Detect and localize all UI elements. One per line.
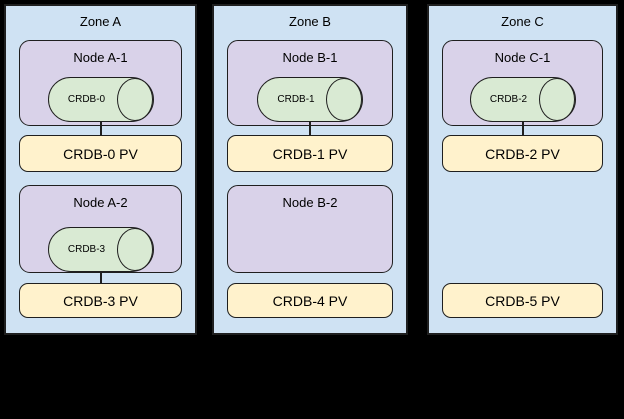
node-a1-box: Node A-1 CRDB-0 bbox=[19, 40, 182, 126]
node-b1-box: Node B-1 CRDB-1 bbox=[227, 40, 393, 126]
node-b2-box: Node B-2 bbox=[227, 185, 393, 273]
crdb-5-pv-box: CRDB-5 PV bbox=[442, 283, 603, 318]
crdb-3-pv-box: CRDB-3 PV bbox=[19, 283, 182, 318]
crdb-1-pv-label: CRDB-1 PV bbox=[272, 145, 348, 162]
crdb-0-pv-box: CRDB-0 PV bbox=[19, 135, 182, 172]
cylinder-end-ellipse-icon bbox=[116, 228, 153, 271]
node-b2-label: Node B-2 bbox=[282, 195, 338, 210]
node-c1-label: Node C-1 bbox=[494, 50, 551, 65]
zone-a-label: Zone A bbox=[79, 14, 122, 29]
node-a2-box: Node A-2 CRDB-3 bbox=[19, 185, 182, 273]
pod-to-pv-connector bbox=[309, 122, 311, 135]
crdb-4-pv-box: CRDB-4 PV bbox=[227, 283, 393, 318]
crdb-0-pv-label: CRDB-0 PV bbox=[63, 145, 138, 162]
node-c1-box: Node C-1 CRDB-2 bbox=[442, 40, 603, 126]
pod-to-pv-connector bbox=[99, 272, 102, 283]
zone-a-panel: Zone A Node A-1 CRDB-0 CRDB-0 PV Node A-… bbox=[4, 4, 197, 335]
crdb-2-pod-label: CRDB-2 bbox=[489, 94, 528, 105]
zone-b-label: Zone B bbox=[289, 14, 331, 29]
pod-to-pv-connector bbox=[99, 122, 102, 135]
crdb-3-pod-label: CRDB-3 bbox=[67, 244, 106, 255]
cylinder-end-ellipse-icon bbox=[116, 78, 153, 121]
crdb-1-pod-label: CRDB-1 bbox=[277, 94, 315, 105]
crdb-2-pv-label: CRDB-2 PV bbox=[485, 145, 560, 162]
crdb-4-pv-label: CRDB-4 PV bbox=[272, 292, 348, 309]
crdb-0-pod-cylinder: CRDB-0 bbox=[47, 77, 154, 122]
cylinder-end-ellipse-icon bbox=[538, 78, 575, 121]
pod-to-pv-connector bbox=[521, 122, 524, 135]
crdb-3-pv-label: CRDB-3 PV bbox=[63, 292, 138, 309]
zone-c-panel: Zone C Node C-1 CRDB-2 CRDB-2 PV CRDB-5 … bbox=[427, 4, 618, 335]
cylinder-end-ellipse-icon bbox=[326, 78, 362, 121]
crdb-3-pod-cylinder: CRDB-3 bbox=[47, 227, 154, 272]
node-a1-label: Node A-1 bbox=[73, 50, 128, 65]
crdb-1-pod-cylinder: CRDB-1 bbox=[257, 77, 363, 122]
node-a2-label: Node A-2 bbox=[73, 195, 128, 210]
zone-b-panel: Zone B Node B-1 CRDB-1 CRDB-1 PV Node B-… bbox=[212, 4, 408, 335]
crdb-0-pod-label: CRDB-0 bbox=[67, 94, 106, 105]
node-b1-label: Node B-1 bbox=[282, 50, 338, 65]
crdb-2-pod-cylinder: CRDB-2 bbox=[469, 77, 576, 122]
zone-c-label: Zone C bbox=[501, 14, 544, 29]
crdb-5-pv-label: CRDB-5 PV bbox=[485, 292, 560, 309]
crdb-2-pv-box: CRDB-2 PV bbox=[442, 135, 603, 172]
crdb-1-pv-box: CRDB-1 PV bbox=[227, 135, 393, 172]
